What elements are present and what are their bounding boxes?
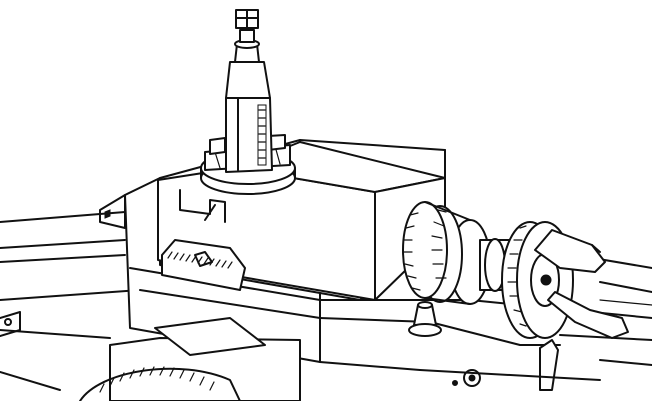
apron-handwheel bbox=[0, 311, 301, 401]
carriage-lock bbox=[419, 339, 652, 391]
lock-nut bbox=[408, 301, 442, 337]
micrometer-collar bbox=[402, 201, 521, 305]
swivel-scale bbox=[161, 239, 246, 291]
tool-post bbox=[225, 9, 273, 173]
handwheel-handle bbox=[534, 229, 629, 339]
